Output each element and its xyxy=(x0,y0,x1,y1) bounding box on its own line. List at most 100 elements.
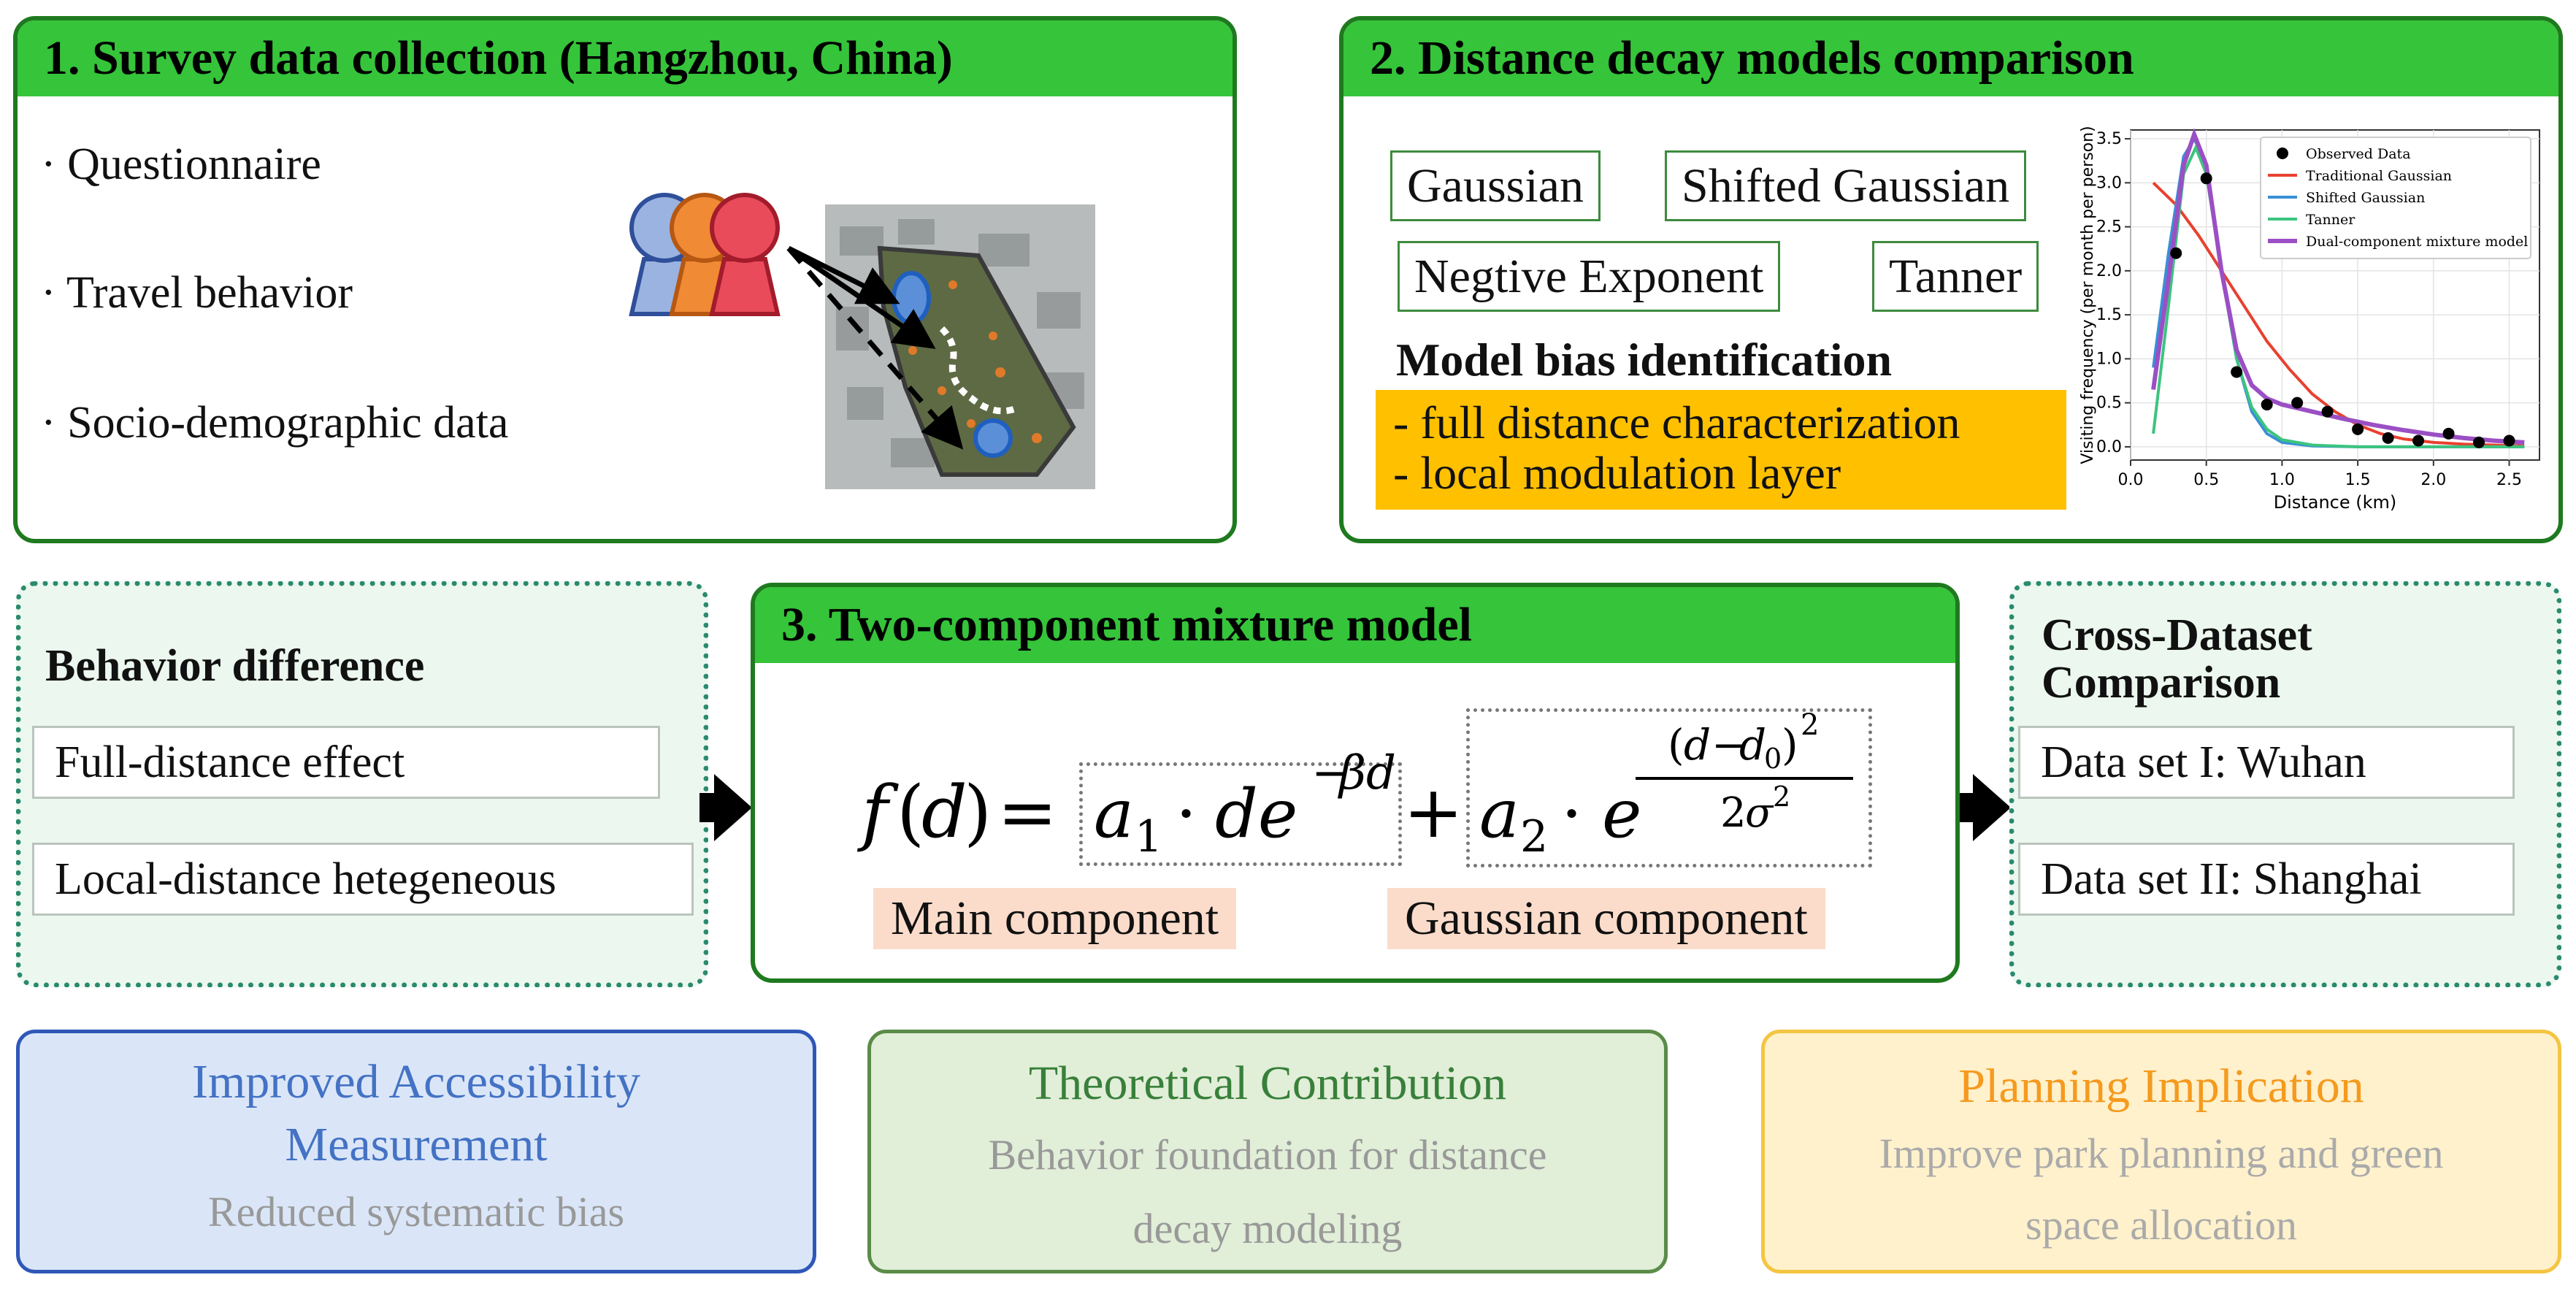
mixture-model-title: 3. Two-component mixture model xyxy=(755,587,1955,663)
y-tick-label: 2.0 xyxy=(2096,262,2122,280)
legend-label: Traditional Gaussian xyxy=(2306,168,2452,184)
svg-text:2: 2 xyxy=(1801,708,1819,742)
svg-text:−: − xyxy=(1311,746,1351,800)
svg-text:2: 2 xyxy=(1773,781,1790,813)
mixture-formula: f ( d ) = a 1 · de − βd + a 2 · e ( d − … xyxy=(856,708,1853,862)
legend-box xyxy=(2260,137,2531,259)
bullet-questionnaire: · Questionnaire xyxy=(41,139,321,189)
legend-label: Tanner xyxy=(2306,212,2355,228)
svg-text:d: d xyxy=(921,771,967,854)
x-tick-label: 2.5 xyxy=(2496,471,2522,489)
main-component-box xyxy=(1079,762,1402,866)
observed-point xyxy=(2473,436,2485,448)
observed-point xyxy=(2503,434,2515,447)
svg-text:σ: σ xyxy=(1745,789,1774,837)
bullet-socio-demographic: · Socio-demographic data xyxy=(41,398,509,448)
local-distance-heterogeneous: Local-distance hetegeneous xyxy=(32,843,694,916)
svg-text:e: e xyxy=(1602,775,1641,853)
svg-text:): ) xyxy=(964,771,992,854)
accessibility-title-1: Improved Accessibility xyxy=(191,1055,641,1108)
accessibility-subtitle: Reduced systematic bias xyxy=(207,1187,625,1236)
accessibility-box: Improved Accessibility Measurement Reduc… xyxy=(16,1030,816,1273)
svg-text:d: d xyxy=(1684,720,1711,770)
arrow-left-stem xyxy=(699,793,716,822)
bias-item-1: - full distance characterization xyxy=(1393,397,1960,448)
planning-subtitle-1: Improve park planning and green xyxy=(1879,1129,2444,1177)
planning-title: Planning Implication xyxy=(1958,1060,2364,1113)
legend-marker xyxy=(2277,148,2288,159)
svg-text:f: f xyxy=(856,771,899,854)
bullet-travel-behavior: · Travel behavior xyxy=(41,268,353,318)
planning-subtitle-2: space allocation xyxy=(2025,1201,2297,1249)
svg-text:d: d xyxy=(1739,720,1766,770)
svg-text:·: · xyxy=(1561,775,1582,853)
svg-text:1: 1 xyxy=(1135,811,1162,862)
observed-point xyxy=(2261,399,2273,411)
svg-text:=: = xyxy=(997,771,1057,854)
x-tick-label: 1.0 xyxy=(2269,471,2295,489)
gaussian-component-label: Gaussian component xyxy=(1387,888,1825,949)
svg-text:2: 2 xyxy=(1520,811,1548,862)
svg-text:·: · xyxy=(1176,775,1197,853)
x-tick-label: 0.0 xyxy=(2118,471,2144,489)
theoretical-box: Theoretical Contribution Behavior founda… xyxy=(867,1030,1668,1273)
model-gaussian: Gaussian xyxy=(1390,150,1601,222)
park-entrance-marker-2 xyxy=(973,418,1013,458)
main-component-label: Main component xyxy=(873,888,1237,949)
legend-label: Shifted Gaussian xyxy=(2306,190,2425,206)
bias-title: Model bias identification xyxy=(1396,334,1893,386)
cross-dataset-title-line1: Cross-Dataset xyxy=(2042,610,2312,660)
model-negative-exponent: Negtive Exponent xyxy=(1398,241,1781,313)
observed-point xyxy=(2442,427,2455,440)
bias-list: - full distance characterization - local… xyxy=(1376,390,2066,510)
dataset-wuhan: Data set I: Wuhan xyxy=(2018,726,2515,800)
observed-point xyxy=(2412,434,2425,447)
series-line xyxy=(2152,144,2525,448)
theoretical-subtitle-1: Behavior foundation for distance xyxy=(988,1130,1547,1179)
arrow-right-icon xyxy=(714,774,752,841)
svg-text:a: a xyxy=(1094,775,1134,853)
svg-text:2: 2 xyxy=(1720,789,1747,837)
people-icon xyxy=(629,193,781,316)
svg-text:+: + xyxy=(1403,771,1463,854)
arrow-right-stem xyxy=(1958,793,1974,822)
planning-box: Planning Implication Improve park planni… xyxy=(1761,1030,2561,1273)
gaussian-component-box xyxy=(1466,708,1872,867)
observed-point xyxy=(2382,432,2394,444)
observed-point xyxy=(2321,405,2334,418)
y-tick-label: 3.5 xyxy=(2096,130,2122,148)
y-tick-label: 1.0 xyxy=(2096,350,2122,368)
person-red-icon xyxy=(709,193,781,316)
theoretical-subtitle-2: decay modeling xyxy=(1132,1204,1403,1252)
dataset-shanghai: Data set II: Shanghai xyxy=(2018,843,2515,916)
y-tick-label: 3.0 xyxy=(2096,174,2122,192)
svg-text:−: − xyxy=(1711,720,1747,770)
observed-point xyxy=(2291,397,2304,409)
full-distance-effect: Full-distance effect xyxy=(32,726,660,800)
svg-text:βd: βd xyxy=(1338,746,1396,800)
models-panel-title: 2. Distance decay models comparison xyxy=(1343,20,2558,96)
observed-point xyxy=(2231,366,2243,378)
svg-text:): ) xyxy=(1782,720,1798,770)
svg-text:(: ( xyxy=(1668,720,1684,770)
observed-point xyxy=(2200,172,2212,185)
svg-text:0: 0 xyxy=(1764,743,1782,775)
theoretical-title: Theoretical Contribution xyxy=(1028,1057,1507,1110)
svg-text:a: a xyxy=(1479,775,1519,853)
svg-text:(: ( xyxy=(897,771,924,854)
observed-point xyxy=(2170,247,2182,259)
behavior-difference-title: Behavior difference xyxy=(45,641,425,691)
x-tick-label: 2.0 xyxy=(2420,471,2446,489)
model-shifted-gaussian: Shifted Gaussian xyxy=(1665,150,2027,222)
arrow-right-icon-2 xyxy=(1973,774,2011,841)
observed-point xyxy=(2352,423,2364,435)
y-tick-label: 1.5 xyxy=(2096,306,2122,324)
y-tick-label: 2.5 xyxy=(2096,218,2122,237)
x-axis-label: Distance (km) xyxy=(2274,492,2397,513)
bias-item-2: - local modulation layer xyxy=(1393,447,1841,499)
y-axis-label: Visiting frequency (per month per person… xyxy=(2079,126,2097,464)
travel-arrows xyxy=(786,245,964,450)
cross-dataset-title-line2: Comparison xyxy=(2042,658,2281,708)
accessibility-title-2: Measurement xyxy=(285,1117,548,1171)
